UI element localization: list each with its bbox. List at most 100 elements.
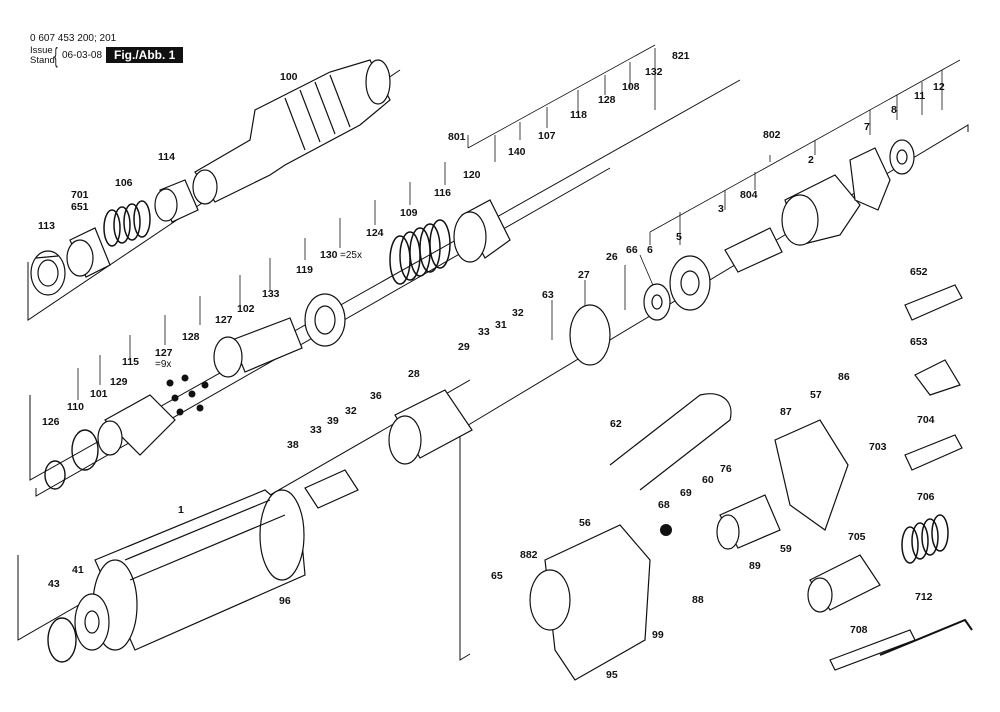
part-41-cap (74, 593, 110, 651)
part-106-spring (103, 200, 151, 247)
part-43-snap-ring (47, 617, 77, 663)
part-114-sleeve (154, 179, 199, 223)
callout-124: 124 (366, 227, 384, 239)
callout-2: 2 (808, 154, 814, 166)
callout-708: 708 (850, 624, 868, 636)
part-8-bearing (889, 139, 915, 175)
callout-8: 8 (891, 104, 897, 116)
part-5-bearing (669, 255, 711, 311)
callout-821: 821 (672, 50, 690, 62)
callout-76: 76 (720, 463, 732, 475)
part-7-end-cap (849, 147, 891, 211)
callout-89: 89 (749, 560, 761, 572)
callout-882: 882 (520, 549, 538, 561)
figure-label: Fig./Abb. 1 (106, 47, 184, 63)
part-6-bearing (643, 283, 671, 321)
callout-651: 651 (71, 201, 89, 213)
part-109-spring (389, 219, 451, 285)
part-128-balls (166, 374, 209, 416)
callout-12: 12 (933, 81, 945, 93)
callout-116: 116 (434, 187, 451, 199)
callout-32-a: 32 (512, 307, 524, 319)
callout-705: 705 (848, 531, 866, 543)
callout-27: 27 (578, 269, 590, 281)
callout-7: 7 (864, 121, 870, 133)
callout-99: 99 (652, 629, 664, 641)
callout-128: 128 (182, 331, 200, 343)
part-27-plate (569, 304, 611, 366)
part-102-rotor (213, 317, 303, 378)
callout-704: 704 (917, 414, 935, 426)
issue-date: 06-03-08 (62, 50, 103, 61)
callout-133: 133 (262, 288, 280, 300)
callout-101: 101 (90, 388, 108, 400)
callout-88: 88 (692, 594, 704, 606)
callout-38: 38 (287, 439, 299, 451)
callout-59: 59 (780, 543, 792, 555)
callout-6: 6 (647, 244, 653, 256)
callout-69: 69 (680, 487, 692, 499)
callout-706: 706 (917, 491, 935, 503)
callout-801: 801 (448, 131, 466, 143)
callout-127: 127 (155, 347, 173, 359)
part-653-clip (914, 359, 961, 396)
part-89-sleeve (716, 494, 781, 550)
callout-57: 57 (810, 389, 822, 401)
callout-43: 43 (48, 578, 60, 590)
callout-26: 26 (606, 251, 618, 263)
callout-32-b: 32 (345, 405, 357, 417)
part-101-cylinder (97, 394, 176, 456)
part-701-sleeve (66, 227, 111, 278)
callout-33-b: 33 (310, 424, 322, 436)
callout-107: 107 (538, 130, 556, 142)
part-712-hex-key (879, 618, 973, 656)
callout-703: 703 (869, 441, 887, 453)
callout-41: 41 (72, 564, 84, 576)
callout-128-top: 128 (598, 94, 616, 106)
callout-65: 65 (491, 570, 503, 582)
part-2-housing (781, 174, 861, 246)
callout-140: 140 (508, 146, 526, 158)
callout-129: 129 (110, 376, 128, 388)
callout-100: 100 (280, 71, 298, 83)
callout-109: 109 (400, 207, 418, 219)
section-frames (17, 69, 969, 661)
callout-56: 56 (579, 517, 591, 529)
callout-95: 95 (606, 669, 618, 681)
callout-11: 11 (914, 90, 925, 102)
callout-110: 110 (67, 401, 84, 413)
part-38-spindle (304, 469, 359, 509)
part-705-fitting (807, 554, 881, 613)
part-120-cylinder (453, 199, 511, 263)
callout-66: 66 (626, 244, 638, 256)
issue-stand-label: Issue Stand (30, 46, 55, 66)
stand-label: Stand (30, 55, 55, 66)
callout-102: 102 (237, 303, 255, 315)
part-652-hose-nipple (904, 284, 963, 321)
part-28-gear-housing (388, 389, 473, 465)
callout-29: 29 (458, 341, 470, 353)
part-113-knurled-nut (30, 250, 66, 296)
callout-33-a: 33 (478, 326, 490, 338)
callout-119: 119 (296, 264, 313, 276)
callout-804: 804 (740, 189, 758, 201)
part-110-ring (44, 429, 99, 490)
callout-60: 60 (702, 474, 714, 486)
callout-36: 36 (370, 390, 382, 402)
callout-126: 126 (42, 416, 60, 428)
callout-127-qty: =9x (155, 359, 171, 370)
callout-701: 701 (71, 189, 89, 201)
part-100-handle (192, 59, 391, 205)
callout-653: 653 (910, 336, 928, 348)
callout-86: 86 (838, 371, 850, 383)
callout-106: 106 (115, 177, 133, 189)
callout-132: 132 (645, 66, 663, 78)
part-87-flange (774, 419, 849, 531)
issue-label: Issue (30, 45, 53, 56)
callout-113: 113 (38, 220, 55, 232)
callout-31: 31 (495, 319, 507, 331)
callout-3: 3 (718, 203, 724, 215)
